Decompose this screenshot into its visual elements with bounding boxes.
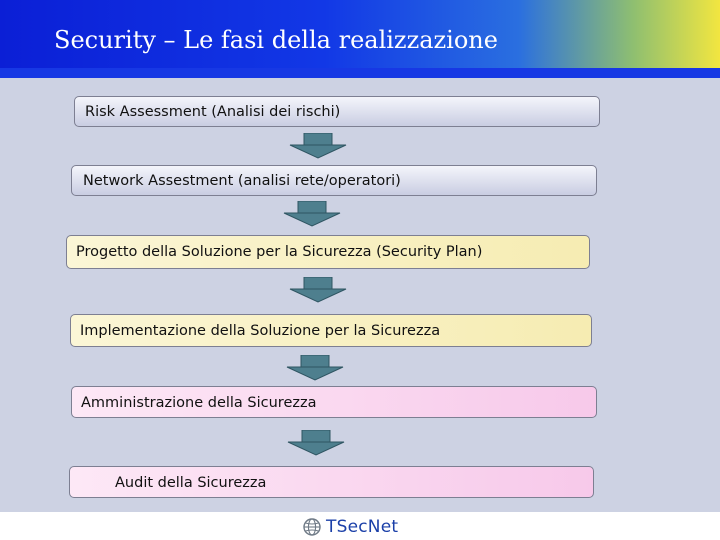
step-audit: Audit della Sicurezza (69, 466, 594, 498)
flow-arrow-3 (289, 277, 347, 303)
flow-arrow-2 (283, 201, 341, 227)
flow-arrow-1 (289, 133, 347, 159)
step-administration: Amministrazione della Sicurezza (71, 386, 597, 418)
flow-arrow-5 (287, 430, 345, 456)
globe-icon (303, 518, 321, 536)
title-banner: Security – Le fasi della realizzazione (0, 0, 720, 68)
step-implementation: Implementazione della Soluzione per la S… (70, 314, 592, 347)
flow-arrow-4 (286, 355, 344, 381)
step-network-assessment: Network Assestment (analisi rete/operato… (71, 165, 597, 196)
logo-text: TSecNet (326, 517, 399, 537)
diagram-area (0, 78, 720, 512)
footer (0, 512, 720, 540)
tsecnet-logo: TSecNet (302, 516, 398, 538)
step-risk-assessment: Risk Assessment (Analisi dei rischi) (74, 96, 600, 127)
page-title: Security – Le fasi della realizzazione (54, 26, 498, 54)
title-underline-bar (0, 68, 720, 78)
step-security-plan: Progetto della Soluzione per la Sicurezz… (66, 235, 590, 269)
